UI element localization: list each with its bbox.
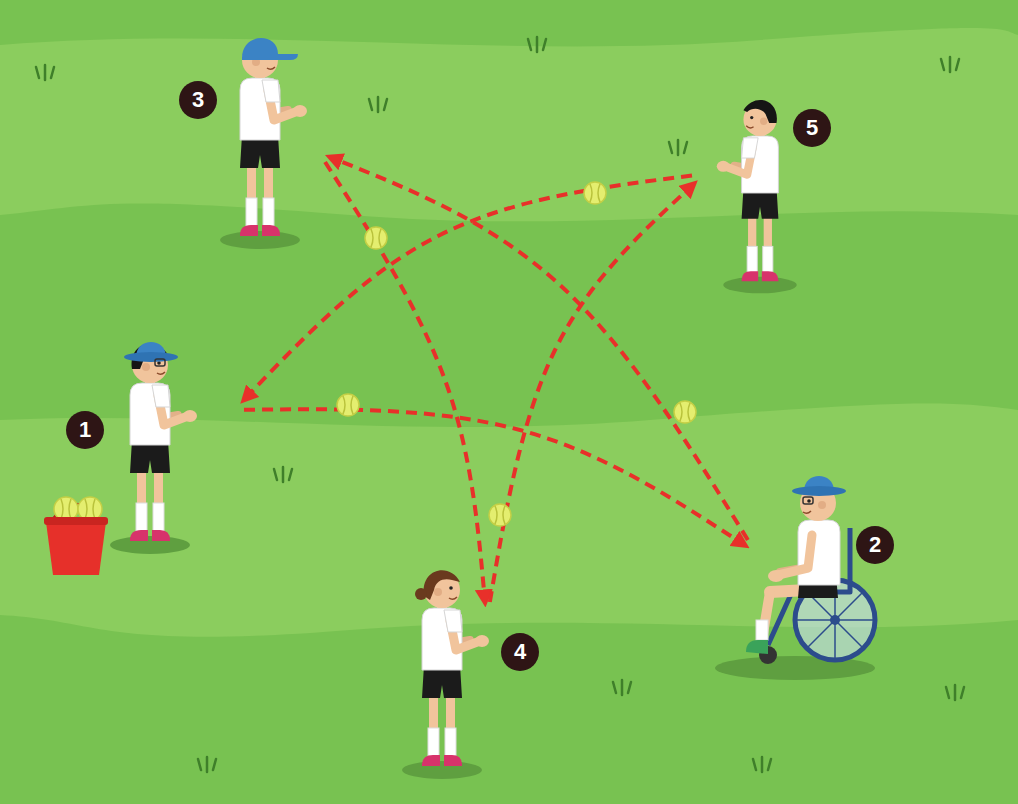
ball-bucket (44, 497, 108, 575)
grass-tuft (198, 757, 216, 772)
grass-tuft (613, 680, 631, 695)
wheelchair-player (715, 476, 875, 680)
player-figure (220, 38, 307, 249)
pass-arrow (325, 162, 485, 602)
glasses (155, 359, 165, 366)
player-figure (402, 570, 489, 779)
player-position: 2 (745, 540, 767, 562)
grass-tuft (946, 685, 964, 700)
grass-tuft (36, 65, 54, 80)
person-body (110, 347, 197, 554)
tennis-ball (337, 394, 359, 416)
grass-tuft (669, 140, 687, 155)
callout-number: 4 (501, 633, 539, 671)
grass-band (0, 28, 1018, 221)
callout-number: 2 (856, 526, 894, 564)
hair (743, 100, 776, 123)
callout-number: 5 (793, 109, 831, 147)
player-position: 3 (308, 140, 330, 162)
grass-tuft (274, 467, 292, 482)
tennis-ball (489, 504, 511, 526)
bucket-hat (124, 342, 178, 362)
pass-arrow (330, 157, 748, 540)
player-position: 4 (476, 602, 498, 624)
person-body (717, 103, 797, 293)
grass-tuft (753, 757, 771, 772)
grass-tuft (528, 37, 546, 52)
grass-tuft (941, 57, 959, 72)
grass-tufts (36, 37, 964, 772)
callout-number: 3 (179, 81, 217, 119)
pass-arrow (490, 184, 694, 602)
cap (242, 38, 298, 60)
tennis-ball (674, 401, 696, 423)
hair-ponytail (415, 570, 460, 600)
player-figure (110, 342, 197, 554)
person-body (402, 572, 489, 779)
person-body (220, 42, 307, 249)
pass-arrow (244, 409, 745, 545)
player-position: 1 (222, 398, 244, 420)
pass-arrow (244, 176, 692, 400)
grass-tuft (369, 97, 387, 112)
edge-layer (244, 157, 748, 602)
tennis-ball (584, 182, 606, 204)
player-figure (717, 100, 797, 293)
balls-in-flight (337, 182, 696, 526)
player-position: 5 (692, 162, 714, 184)
tennis-ball (365, 227, 387, 249)
callout-number: 1 (66, 411, 104, 449)
